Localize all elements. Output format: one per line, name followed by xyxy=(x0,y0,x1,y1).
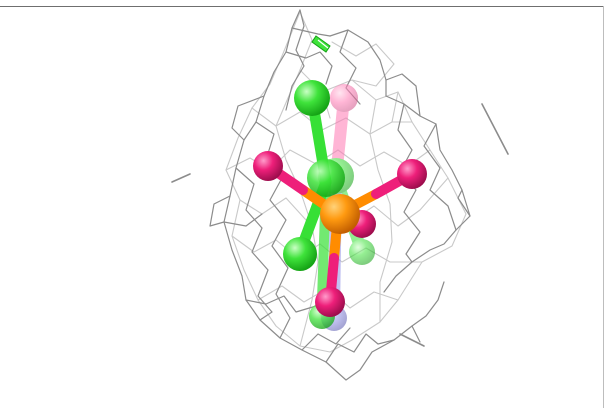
phosphate-group xyxy=(253,151,427,317)
ligand-marker xyxy=(311,35,331,53)
carbon-atom-center xyxy=(307,159,345,197)
oxygen-atom-bottom xyxy=(315,287,345,317)
phosphorus-atom xyxy=(320,194,360,234)
viewer-top-border xyxy=(0,6,604,7)
chlorine-atom-top xyxy=(294,80,330,116)
oxygen-atom-right xyxy=(397,159,427,189)
chlorine-atom-left xyxy=(283,237,317,271)
oxygen-atom-left xyxy=(253,151,283,181)
